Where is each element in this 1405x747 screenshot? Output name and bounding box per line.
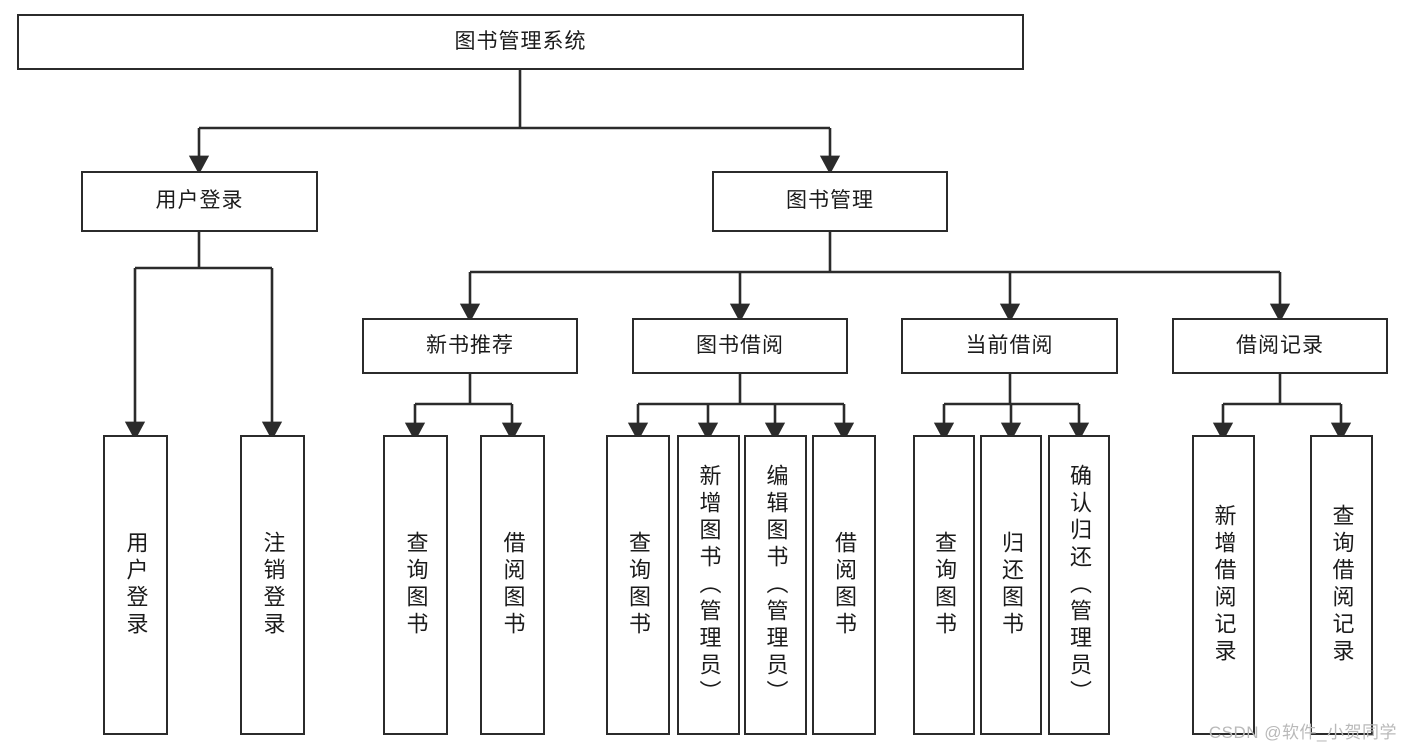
node-new-book-recommend[interactable]: 新书推荐 <box>362 318 578 374</box>
leaf-add-borrow-record[interactable]: 新增借阅记录 <box>1192 435 1255 735</box>
node-label: 图书管理 <box>786 189 874 213</box>
node-label: 图书借阅 <box>696 333 784 357</box>
node-label: 借阅图书 <box>500 531 526 639</box>
node-label: 查询图书 <box>932 531 957 639</box>
leaf-query-book-newbook[interactable]: 查询图书 <box>383 435 448 735</box>
node-label: 注销登录 <box>260 531 286 639</box>
node-current-borrow[interactable]: 当前借阅 <box>901 318 1118 374</box>
leaf-edit-book-admin[interactable]: 编辑图书（管理员） <box>744 435 807 735</box>
leaf-user-login[interactable]: 用户登录 <box>103 435 168 735</box>
node-book-borrow[interactable]: 图书借阅 <box>632 318 848 374</box>
node-label: 借阅记录 <box>1236 333 1324 357</box>
node-label: 查询图书 <box>403 531 429 639</box>
node-label: 归还图书 <box>999 531 1024 639</box>
node-label: 用户登录 <box>155 189 244 213</box>
node-label: 编辑图书（管理员） <box>763 463 789 707</box>
node-label: 借阅图书 <box>832 531 857 639</box>
node-borrow-record[interactable]: 借阅记录 <box>1172 318 1388 374</box>
node-label: 新书推荐 <box>426 333 514 357</box>
node-label: 查询图书 <box>626 531 651 639</box>
node-label: 确认归还（管理员） <box>1067 463 1092 707</box>
node-label: 用户登录 <box>123 531 149 639</box>
leaf-query-book-current[interactable]: 查询图书 <box>913 435 975 735</box>
leaf-borrow-book-newbook[interactable]: 借阅图书 <box>480 435 545 735</box>
watermark-text: CSDN @软件_小贺同学 <box>1208 723 1397 742</box>
node-root-system[interactable]: 图书管理系统 <box>17 14 1024 70</box>
leaf-logout[interactable]: 注销登录 <box>240 435 305 735</box>
node-label: 图书管理系统 <box>454 29 587 53</box>
leaf-add-book-admin[interactable]: 新增图书（管理员） <box>677 435 740 735</box>
node-user-login[interactable]: 用户登录 <box>81 171 318 232</box>
node-label: 新增图书（管理员） <box>696 463 722 707</box>
leaf-query-borrow-record[interactable]: 查询借阅记录 <box>1310 435 1373 735</box>
leaf-return-book[interactable]: 归还图书 <box>980 435 1042 735</box>
leaf-confirm-return-admin[interactable]: 确认归还（管理员） <box>1048 435 1110 735</box>
node-label: 查询借阅记录 <box>1329 504 1355 666</box>
leaf-query-book-borrow[interactable]: 查询图书 <box>606 435 670 735</box>
leaf-borrow-book[interactable]: 借阅图书 <box>812 435 876 735</box>
node-label: 当前借阅 <box>965 333 1054 357</box>
node-label: 新增借阅记录 <box>1211 504 1237 666</box>
node-book-management[interactable]: 图书管理 <box>712 171 948 232</box>
